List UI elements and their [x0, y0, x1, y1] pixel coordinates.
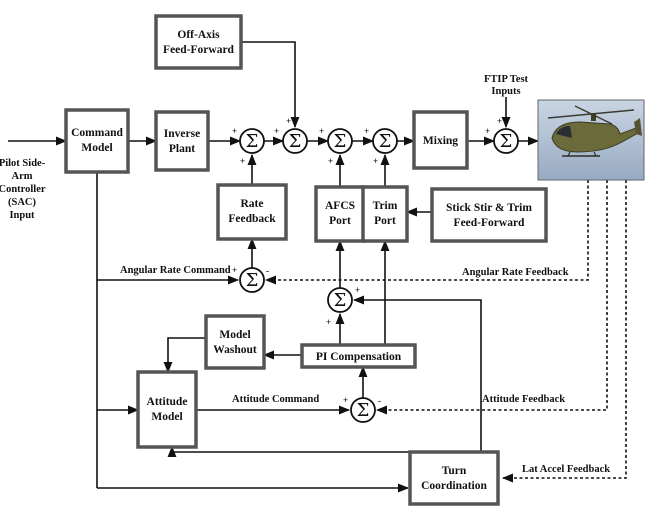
summing-junction-2: Σ + +: [274, 116, 308, 154]
block-label: Plant: [169, 143, 195, 155]
minus-sign: -: [266, 266, 269, 276]
svg-text:Inputs: Inputs: [491, 86, 520, 97]
plus-sign: +: [355, 285, 360, 295]
block-label: PI Compensation: [316, 351, 402, 363]
block-label: Model: [219, 329, 250, 341]
attitude-command-label: Attitude Command: [232, 394, 319, 405]
block-label: Port: [329, 215, 351, 227]
summing-junction-1: Σ + +: [232, 126, 265, 166]
plus-sign: +: [286, 116, 291, 126]
plus-sign: +: [343, 395, 348, 405]
block-label: Mixing: [423, 135, 458, 147]
command-model-block: Command Model: [64, 108, 130, 174]
plus-sign: +: [232, 265, 237, 275]
plus-sign: +: [485, 126, 490, 136]
sigma-symbol: Σ: [500, 131, 513, 152]
block-label: Off-Axis: [177, 29, 220, 41]
angular-rate-command-label: Angular Rate Command: [120, 265, 231, 276]
block-label: Model: [151, 411, 182, 423]
summing-junction-5: Σ + +: [485, 116, 519, 154]
off-axis-feed-forward-block: Off-Axis Feed-Forward: [154, 14, 243, 70]
plus-sign: +: [232, 126, 237, 136]
summing-junction-8: Σ + -: [343, 395, 381, 423]
minus-sign: -: [378, 396, 381, 406]
sigma-symbol: Σ: [334, 131, 347, 152]
angular-rate-feedback-label: Angular Rate Feedback: [462, 267, 569, 278]
helicopter-image: [537, 99, 645, 181]
summing-junction-7: Σ + +: [326, 285, 360, 327]
sigma-symbol: Σ: [246, 131, 259, 152]
plus-sign: +: [319, 126, 324, 136]
mixing-block: Mixing: [412, 110, 469, 170]
svg-text:Controller: Controller: [0, 184, 46, 195]
block-label: Model: [81, 142, 112, 154]
model-washout-block: Model Washout: [204, 314, 266, 370]
plus-sign: +: [328, 156, 333, 166]
block-label: Inverse: [164, 128, 200, 140]
block-label: Attitude: [147, 396, 188, 408]
feedback-lines: [264, 180, 627, 483]
turn-coordination-block: Turn Coordination: [408, 450, 500, 506]
block-label: Rate: [241, 198, 264, 210]
svg-text:(SAC): (SAC): [8, 197, 37, 208]
block-label: Command: [71, 127, 123, 139]
attitude-feedback-label: Attitude Feedback: [482, 394, 565, 405]
afcs-port-block: AFCS Port: [314, 185, 366, 243]
svg-text:Pilot Side-: Pilot Side-: [0, 158, 46, 169]
inverse-plant-block: Inverse Plant: [154, 110, 210, 172]
block-label: Feed-Forward: [454, 217, 525, 229]
svg-text:FTIP Test: FTIP Test: [484, 74, 529, 85]
plus-sign: +: [326, 317, 331, 327]
sigma-symbol: Σ: [357, 400, 370, 421]
block-label: AFCS: [325, 200, 355, 212]
sigma-symbol: Σ: [379, 131, 392, 152]
plus-sign: +: [274, 126, 279, 136]
block-label: Turn: [442, 465, 467, 477]
pilot-input-label: Pilot Side- Arm Controller (SAC) Input: [0, 158, 46, 221]
plus-sign: +: [364, 126, 369, 136]
svg-text:Arm: Arm: [12, 171, 33, 182]
plus-sign: +: [373, 156, 378, 166]
stick-stir-trim-block: Stick Stir & Trim Feed-Forward: [430, 187, 548, 243]
plus-sign: +: [497, 116, 502, 126]
summing-junction-4: Σ + +: [364, 126, 398, 166]
attitude-model-block: Attitude Model: [136, 370, 198, 449]
block-label: Feed-Forward: [163, 44, 234, 56]
trim-port-block: Trim Port: [361, 185, 409, 243]
block-label: Washout: [213, 344, 257, 356]
block-label: Coordination: [421, 480, 487, 492]
lat-accel-feedback-label: Lat Accel Feedback: [522, 464, 610, 475]
ftip-test-inputs-label: FTIP Test Inputs: [484, 74, 529, 97]
signal-lines: [8, 41, 540, 493]
block-label: Trim: [373, 200, 398, 212]
block-label: Feedback: [228, 213, 276, 225]
block-label: Port: [374, 215, 396, 227]
sigma-symbol: Σ: [334, 290, 347, 311]
sigma-symbol: Σ: [289, 131, 302, 152]
svg-text:Input: Input: [9, 210, 35, 221]
pi-compensation-block: PI Compensation: [300, 343, 417, 369]
plus-sign: +: [240, 156, 245, 166]
summing-junction-6: Σ + -: [232, 265, 269, 293]
sigma-symbol: Σ: [246, 270, 259, 291]
summing-junction-3: Σ + +: [319, 126, 353, 166]
rate-feedback-block: Rate Feedback: [216, 183, 288, 241]
block-label: Stick Stir & Trim: [446, 202, 532, 214]
